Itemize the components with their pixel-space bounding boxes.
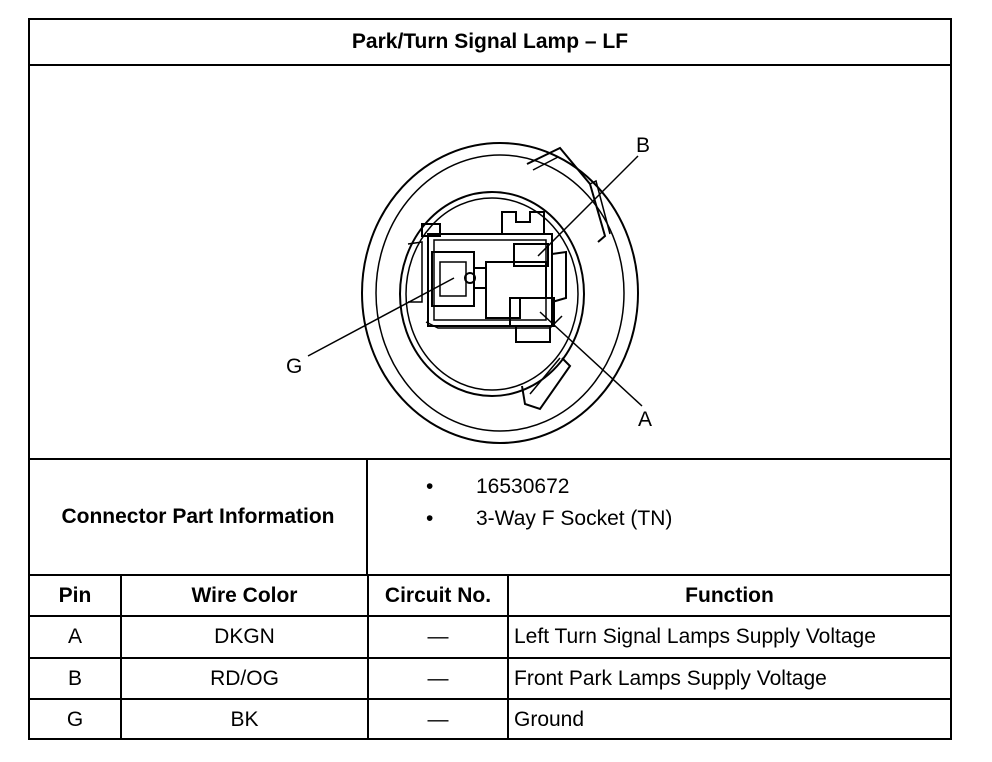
function-cell: Front Park Lamps Supply Voltage bbox=[507, 656, 950, 701]
page-title: Park/Turn Signal Lamp – LF bbox=[30, 20, 950, 66]
connector-info-list: • 16530672 • 3-Way F Socket (TN) bbox=[368, 460, 950, 576]
header-function: Function bbox=[507, 576, 950, 618]
terminal-block bbox=[427, 233, 553, 327]
pin-table-header: Pin Wire Color Circuit No. Function bbox=[30, 576, 950, 618]
bullet-icon: • bbox=[426, 507, 434, 530]
callout-a: A bbox=[638, 408, 652, 431]
socket-type: 3-Way F Socket (TN) bbox=[476, 507, 673, 530]
connector-diagram: B G A bbox=[30, 66, 950, 460]
table-row: B RD/OG — Front Park Lamps Supply Voltag… bbox=[30, 656, 950, 701]
wire-color-cell: DKGN bbox=[120, 615, 369, 659]
connector-face-drawing: B G A bbox=[286, 134, 652, 444]
circuit-cell: — bbox=[367, 698, 509, 740]
header-circuit-no: Circuit No. bbox=[367, 576, 509, 618]
circuit-cell: — bbox=[367, 656, 509, 701]
terminal-b-cavity bbox=[513, 243, 549, 267]
info-item-part-number: • 16530672 bbox=[368, 472, 948, 502]
housing-inner-ring bbox=[375, 154, 625, 432]
bullet-icon: • bbox=[426, 475, 434, 498]
pin-cell: G bbox=[30, 698, 122, 740]
callout-g: G bbox=[286, 355, 302, 378]
pin-cell: A bbox=[30, 615, 122, 659]
socket-cavity bbox=[399, 191, 585, 397]
circuit-cell: — bbox=[367, 615, 509, 659]
leader-line-b bbox=[537, 155, 639, 257]
function-cell: Left Turn Signal Lamps Supply Voltage bbox=[507, 615, 950, 659]
pin-table: Pin Wire Color Circuit No. Function A DK… bbox=[30, 576, 950, 740]
header-wire-color: Wire Color bbox=[120, 576, 369, 618]
part-number: 16530672 bbox=[476, 475, 570, 498]
wire-color-cell: BK bbox=[120, 698, 369, 740]
header-pin: Pin bbox=[30, 576, 122, 618]
function-cell: Ground bbox=[507, 698, 950, 740]
connector-sheet: Park/Turn Signal Lamp – LF bbox=[28, 18, 952, 740]
terminal-a-cavity bbox=[509, 297, 555, 327]
leader-line-a bbox=[539, 311, 643, 407]
housing-outer-ring bbox=[361, 142, 639, 444]
table-row: A DKGN — Left Turn Signal Lamps Supply V… bbox=[30, 615, 950, 659]
info-item-socket-type: • 3-Way F Socket (TN) bbox=[368, 504, 948, 534]
connector-info-label: Connector Part Information bbox=[30, 460, 368, 576]
callout-b: B bbox=[636, 134, 650, 157]
lock-tab-bottom bbox=[521, 357, 572, 411]
wire-color-cell: RD/OG bbox=[120, 656, 369, 701]
table-row: G BK — Ground bbox=[30, 698, 950, 740]
terminal-top-latch bbox=[501, 211, 545, 234]
pin-cell: B bbox=[30, 656, 122, 701]
terminal-center-slot bbox=[485, 261, 547, 319]
leader-line-g bbox=[307, 277, 455, 357]
